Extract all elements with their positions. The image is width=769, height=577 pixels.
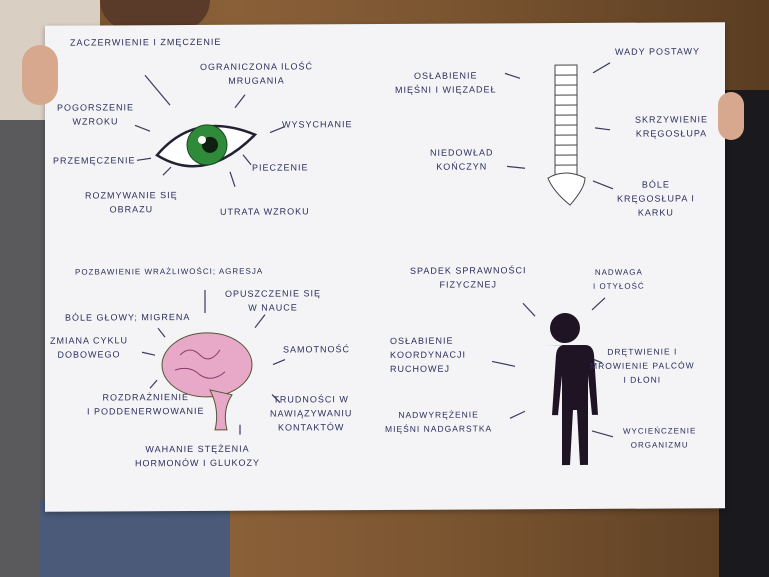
label-burning: Pieczenie — [252, 162, 309, 173]
label-scoliosis: Skrzywienie kręgosłupa — [635, 112, 708, 140]
label-worse-vision: Pogorszenie wzroku — [57, 100, 134, 128]
label-line: Zmiana cyklu — [50, 335, 129, 346]
label-social-difficulties: Trudności w nawiązywaniu kontaktów — [270, 392, 352, 434]
label-line: Drętwienie i — [607, 346, 678, 357]
body-silhouette — [545, 313, 598, 466]
label-line: mięśni nadgarstka — [385, 423, 493, 434]
label-exhaustion: Wycieńczenie organizmu — [623, 424, 696, 452]
label-line: Rozmywanie się — [85, 190, 178, 201]
brain-drawing — [161, 332, 253, 431]
label-line: Osłabienie — [413, 70, 478, 81]
left-hand — [22, 45, 58, 105]
poster: Zaczerwienie i zmęczenie Ograniczona ilo… — [45, 22, 725, 512]
label-line: Opuszczenie się — [225, 288, 322, 299]
person-right — [719, 90, 769, 577]
label-line: organizmu — [630, 440, 689, 450]
label-line: mięśni i więzadeł — [395, 84, 497, 95]
label-limb-paresis: Niedowład kończyn — [430, 145, 494, 173]
label-limited-blinking: Ograniczona ilość mrugania — [200, 59, 313, 88]
label-line: karku — [637, 207, 674, 218]
label-line: kontaktów — [278, 422, 345, 433]
label-line: dobowego — [57, 349, 121, 360]
label-line: Niedowład — [430, 147, 494, 158]
label-line: Nadwaga — [594, 267, 643, 277]
label-line: Skrzywienie — [635, 114, 709, 125]
poster-drawings — [134, 62, 614, 466]
label-line: mrugania — [228, 75, 285, 86]
label-numbness: Drętwienie i mrowienie palców i dłoni — [590, 344, 695, 387]
label-coordination: Osłabienie koordynacji ruchowej — [390, 334, 466, 376]
label-blurred-image: Rozmywanie się obrazu — [85, 188, 178, 216]
label-line: nawiązywaniu — [270, 408, 353, 419]
label-obesity: Nadwaga i otyłość — [593, 266, 645, 294]
connector-lines — [134, 62, 614, 438]
person-jeans — [40, 500, 230, 577]
label-line: Bóle — [641, 179, 670, 190]
label-line: Osłabienie — [390, 335, 454, 346]
label-line: Nadwyrężenie — [398, 409, 479, 420]
label-desensitization: Pozbawienie wrażliwości; agresja — [75, 266, 264, 277]
label-sleep-cycle: Zmiana cyklu dobowego — [50, 333, 128, 361]
label-vision-loss: Utrata wzroku — [220, 206, 310, 217]
label-line: Rozdrażnienie — [102, 392, 190, 403]
label-drying: Wysychanie — [282, 119, 353, 130]
label-line: wzroku — [72, 116, 119, 127]
label-line: Wycieńczenie — [623, 426, 697, 436]
label-line: fizycznej — [439, 279, 498, 290]
label-line: obrazu — [109, 204, 154, 215]
right-hand — [718, 92, 744, 140]
label-line: hormonów i glukozy — [135, 457, 261, 469]
label-redness-fatigue: Zaczerwienie i zmęczenie — [70, 36, 222, 48]
label-line: kręgosłupa i — [617, 193, 695, 204]
label-line: kręgosłupa — [635, 128, 708, 139]
label-line: i otyłość — [593, 281, 645, 291]
label-hormone-fluctuation: Wahanie stężenia hormonów i glukozy — [135, 442, 260, 471]
label-posture-defects: Wady postawy — [615, 46, 701, 57]
label-back-neck-pain: Bóle kręgosłupa i karku — [617, 177, 695, 219]
spine-drawing — [547, 64, 586, 206]
label-line: Wahanie stężenia — [145, 443, 250, 455]
label-line: Ograniczona ilość — [200, 61, 314, 72]
label-line: Spadek sprawności — [410, 265, 527, 276]
label-study-decline: Opuszczenie się w nauce — [225, 286, 321, 315]
label-line: w nauce — [248, 302, 298, 313]
label-line: Pogorszenie — [57, 102, 135, 113]
label-line: koordynacji — [390, 349, 467, 360]
label-muscle-weakness: Osłabienie mięśni i więzadeł — [395, 68, 497, 97]
label-line: i dłoni — [623, 374, 662, 385]
label-irritability: Rozdrażnienie i poddenerwowanie — [87, 390, 205, 419]
label-overstrain: Przemęczenie — [53, 155, 136, 166]
label-wrist-strain: Nadwyrężenie mięśni nadgarstka — [385, 407, 492, 436]
label-fitness-decline: Spadek sprawności fizycznej — [410, 263, 527, 292]
label-line: ruchowej — [390, 363, 450, 374]
label-line: mrowienie palców — [590, 360, 695, 371]
label-headache: Bóle głowy; migrena — [65, 312, 191, 323]
label-loneliness: Samotność — [283, 344, 351, 355]
eye-drawing — [155, 124, 258, 168]
label-line: Trudności w — [273, 394, 349, 405]
label-line: i poddenerwowanie — [87, 405, 205, 417]
label-line: kończyn — [436, 161, 488, 172]
